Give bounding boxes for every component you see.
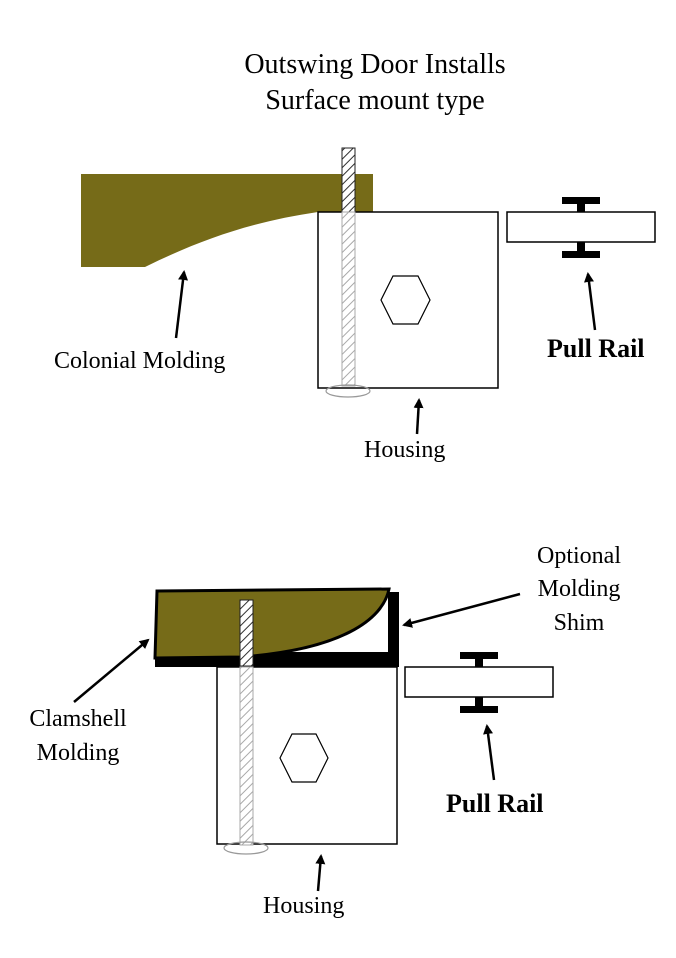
clamshell-label-line-2: Molding xyxy=(37,740,120,766)
colonial-molding-label: Colonial Molding xyxy=(54,348,225,374)
bottom-housing-label: Housing xyxy=(263,893,344,919)
bottom-housing-arrow xyxy=(315,854,326,892)
molding-shim-arrow xyxy=(402,592,521,628)
bottom-pull-rail-i-beam-icon xyxy=(460,652,498,713)
top-pull-rail-arrow xyxy=(584,272,597,331)
top-pull-rail-bar xyxy=(506,211,656,243)
clamshell-label-line-1: Clamshell xyxy=(29,706,127,732)
bottom-screw-head-icon xyxy=(223,841,269,855)
top-pull-rail-i-beam-icon xyxy=(562,197,600,258)
top-screw-lower xyxy=(341,211,356,387)
bottom-screw-lower xyxy=(239,666,254,846)
bottom-pull-rail-bar xyxy=(404,666,554,698)
top-diagram: Colonial Molding Pull Rail Housing xyxy=(54,147,656,463)
shim-label-line-2: Molding xyxy=(538,576,621,602)
bottom-hexagon-icon xyxy=(279,733,329,783)
clamshell-molding-shape xyxy=(153,587,391,660)
colonial-molding-arrow xyxy=(174,270,189,339)
top-hexagon-icon xyxy=(380,275,431,325)
top-screw-head-icon xyxy=(325,384,371,398)
bottom-diagram: Optional Molding Shim Clamshell Molding … xyxy=(29,543,621,919)
top-housing-arrow xyxy=(413,398,424,435)
title-line-1: Outswing Door Installs xyxy=(244,49,505,80)
bottom-pull-rail-arrow xyxy=(483,724,496,781)
bottom-screw-upper xyxy=(239,599,254,667)
bottom-pull-rail-label: Pull Rail xyxy=(446,789,544,818)
colonial-molding-shape xyxy=(81,174,373,267)
top-pull-rail-label: Pull Rail xyxy=(547,334,645,363)
top-screw-upper xyxy=(341,147,356,213)
title-line-2: Surface mount type xyxy=(265,85,484,116)
shim-label-line-3: Shim xyxy=(554,610,605,636)
shim-label-line-1: Optional xyxy=(537,543,621,569)
clamshell-molding-arrow xyxy=(73,638,150,703)
top-housing-label: Housing xyxy=(364,437,445,463)
